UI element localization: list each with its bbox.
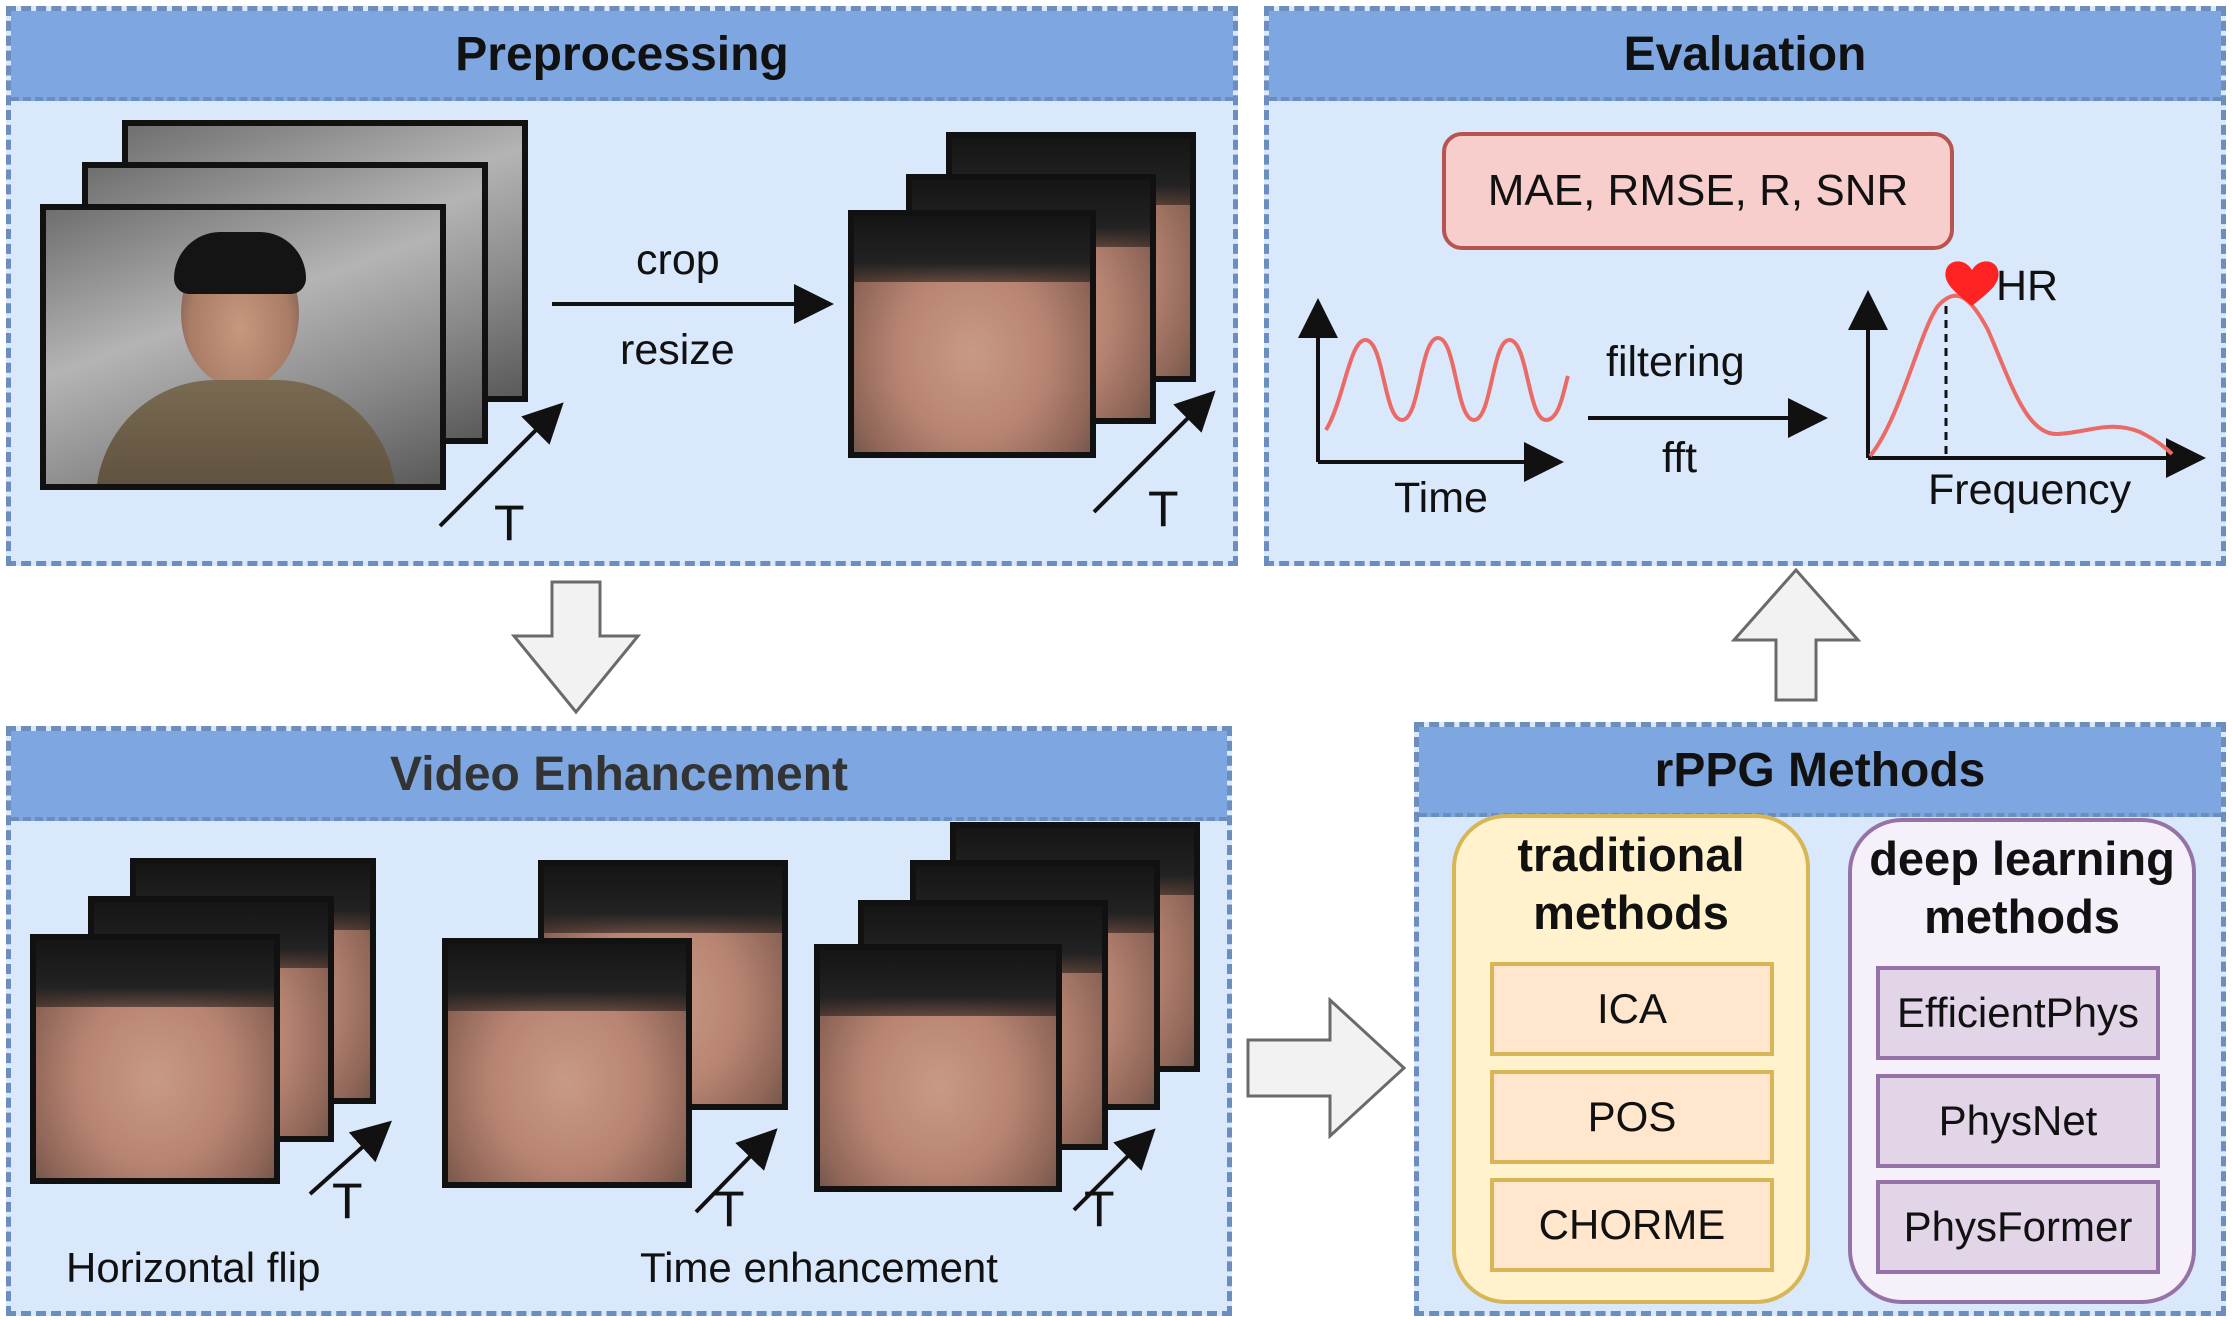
traditional-methods-title: traditional methods <box>1452 826 1810 942</box>
traditional-title-line1: traditional <box>1517 828 1745 881</box>
evaluation-panel: Evaluation <box>1264 6 2226 566</box>
resize-label: resize <box>620 326 735 374</box>
time-label-raw: T <box>494 495 525 551</box>
arrow-video-to-rppg <box>1246 996 1407 1140</box>
time-label-flip: T <box>332 1173 363 1229</box>
hr-label: HR <box>1996 262 2059 310</box>
method-physnet: PhysNet <box>1876 1074 2160 1168</box>
fft-label: fft <box>1662 434 1698 482</box>
arrow-rppg-to-eval <box>1730 567 1862 702</box>
frequency-axis-label: Frequency <box>1928 466 2132 514</box>
time-axis-label: Time <box>1394 474 1488 522</box>
time-arrow-raw <box>438 402 564 528</box>
time-enhancement-label: Time enhancement <box>640 1244 998 1291</box>
time-frame-b-1 <box>814 944 1062 1192</box>
time-arrow-stack-b <box>1072 1128 1156 1212</box>
filtering-label: filtering <box>1606 338 1745 386</box>
metrics-box: MAE, RMSE, R, SNR <box>1442 132 1954 250</box>
time-arrow-cropped <box>1092 390 1216 514</box>
method-ica: ICA <box>1490 962 1774 1056</box>
frequency-spectrum-curve <box>1868 293 2174 458</box>
preprocessing-title: Preprocessing <box>11 11 1233 101</box>
raw-frame-1 <box>40 204 446 490</box>
arrow-pre-to-video <box>510 580 642 715</box>
time-frame-a-1 <box>442 938 692 1188</box>
time-label-cropped: T <box>1148 481 1179 537</box>
time-label-stack-b: T <box>1084 1181 1115 1237</box>
flip-frame-1 <box>30 934 280 1184</box>
video-enhancement-title: Video Enhancement <box>11 731 1227 821</box>
method-pos: POS <box>1490 1070 1774 1164</box>
deep-learning-methods-title: deep learning methods <box>1848 830 2196 946</box>
rppg-methods-title: rPPG Methods <box>1419 727 2221 817</box>
deep-title-line2: methods <box>1924 890 2120 943</box>
crop-label: crop <box>636 236 720 284</box>
horizontal-flip-label: Horizontal flip <box>66 1244 321 1291</box>
method-chorme: CHORME <box>1490 1178 1774 1272</box>
cropped-face-frame-1 <box>848 210 1096 458</box>
traditional-title-line2: methods <box>1533 886 1729 939</box>
heart-icon <box>1945 261 1999 306</box>
deep-title-line1: deep learning <box>1869 832 2175 885</box>
method-physformer: PhysFormer <box>1876 1180 2160 1274</box>
time-arrow-flip <box>308 1120 392 1196</box>
time-signal-curve <box>1324 335 1570 432</box>
time-arrow-stack-a <box>694 1128 778 1214</box>
method-efficientphys: EfficientPhys <box>1876 966 2160 1060</box>
person-hair <box>174 232 306 294</box>
evaluation-title: Evaluation <box>1269 11 2221 101</box>
